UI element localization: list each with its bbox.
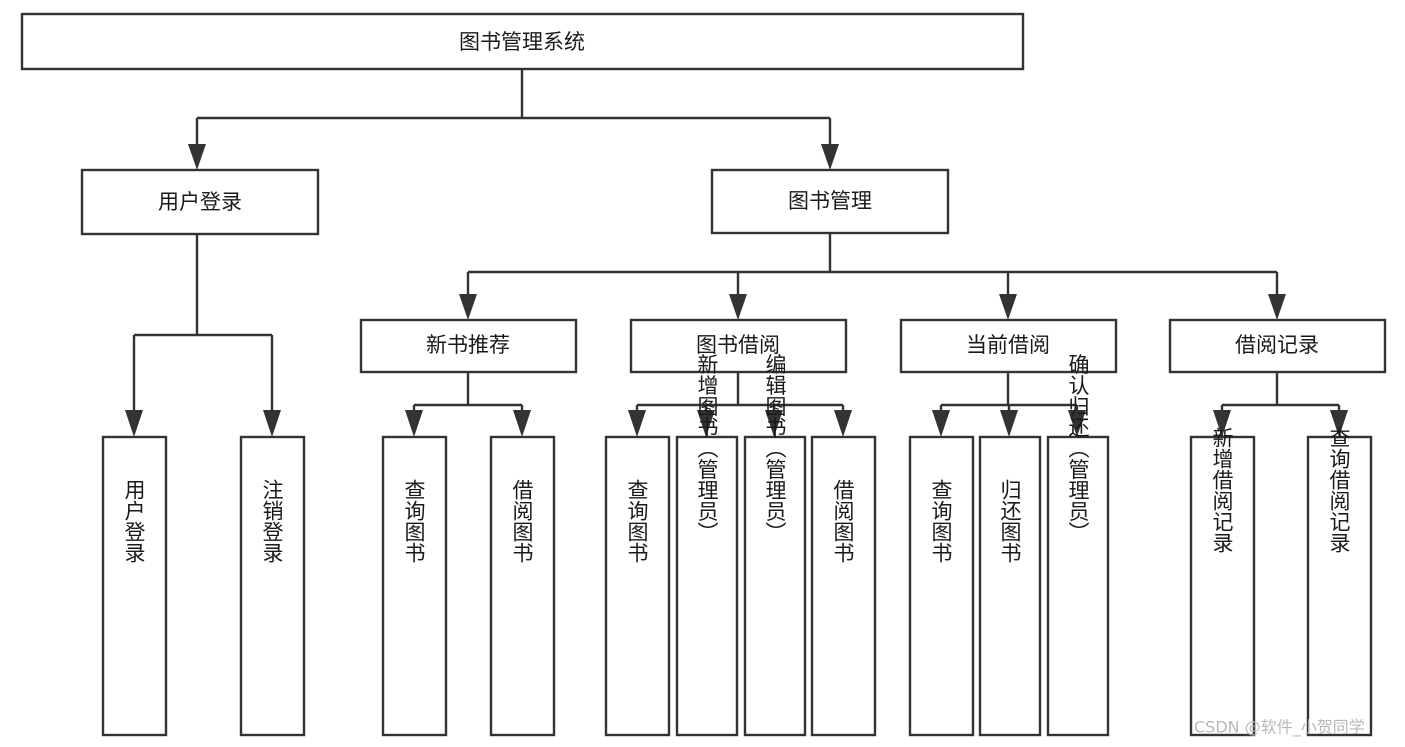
node-leaf-borrow-book-2-box[interactable] xyxy=(810,435,877,737)
node-leaf-confirm-return-box[interactable] xyxy=(1046,435,1110,737)
node-system-title-label: 图书管理系统 xyxy=(459,30,585,54)
arrow-head-leaf-query-book-3 xyxy=(932,410,950,437)
node-leaf-query-book-3-box[interactable] xyxy=(908,435,975,737)
node-book-borrow-box[interactable] xyxy=(629,318,848,374)
node-leaf-query-record[interactable]: 查询借阅记录 xyxy=(1306,427,1373,737)
arrow-head-leaf-borrow-book-2 xyxy=(834,410,852,437)
node-leaf-query-book-3[interactable]: 查询图书 xyxy=(908,435,975,737)
arrow-head-leaf-return-book xyxy=(1000,410,1018,437)
arrow-head-borrow-record xyxy=(1268,294,1286,320)
arrow-head-leaf-query-book-2 xyxy=(628,410,646,437)
node-leaf-return-book[interactable]: 归还图书 xyxy=(978,435,1042,737)
node-leaf-query-book-1-box[interactable] xyxy=(381,435,448,737)
node-borrow-record[interactable]: 借阅记录 xyxy=(1168,318,1387,374)
arrow-head-user-login xyxy=(188,144,206,170)
node-leaf-query-record-label: 查询借阅记录 xyxy=(1327,427,1351,553)
node-leaf-logout-login-label: 注销登录 xyxy=(260,479,284,563)
node-leaf-edit-book[interactable]: 编辑图书（管理员） xyxy=(743,354,807,737)
node-borrow-record-label: 借阅记录 xyxy=(1235,333,1319,357)
node-book-management[interactable]: 图书管理 xyxy=(710,168,950,235)
node-leaf-add-record-label: 新增借阅记录 xyxy=(1210,427,1234,553)
node-leaf-query-book-2-box[interactable] xyxy=(604,435,671,737)
node-leaf-query-book-3-label: 查询图书 xyxy=(929,479,953,563)
node-leaf-confirm-return-label: 确认归还（管理员） xyxy=(1066,354,1090,543)
node-borrow-record-box[interactable] xyxy=(1168,318,1387,374)
node-new-book-recommend-label: 新书推荐 xyxy=(426,333,510,357)
node-leaf-query-book-2[interactable]: 查询图书 xyxy=(604,435,671,737)
node-leaf-borrow-book-1[interactable]: 借阅图书 xyxy=(489,435,556,737)
arrow-head-leaf-edit-book xyxy=(765,410,783,437)
node-leaf-user-login-box[interactable] xyxy=(101,435,168,737)
node-leaf-borrow-book-2[interactable]: 借阅图书 xyxy=(810,435,877,737)
arrow-head-leaf-add-record xyxy=(1213,410,1231,437)
node-user-login[interactable]: 用户登录 xyxy=(80,168,320,236)
arrow-head-leaf-user-login xyxy=(125,410,143,437)
node-system-title-box[interactable] xyxy=(20,12,1025,71)
node-book-borrow[interactable]: 图书借阅 xyxy=(629,318,848,374)
arrow-head-current-borrow xyxy=(999,294,1017,320)
node-leaf-query-book-2-label: 查询图书 xyxy=(625,479,649,563)
node-user-login-box[interactable] xyxy=(80,168,320,236)
node-leaf-query-book-1-label: 查询图书 xyxy=(402,479,426,563)
arrow-head-leaf-add-book xyxy=(697,410,715,437)
node-book-borrow-label: 图书借阅 xyxy=(696,333,780,357)
node-leaf-add-record[interactable]: 新增借阅记录 xyxy=(1189,427,1256,737)
connector-layer xyxy=(125,69,1348,437)
arrow-head-leaf-logout-login xyxy=(263,410,281,437)
node-leaf-confirm-return[interactable]: 确认归还（管理员） xyxy=(1046,354,1110,737)
node-leaf-add-book[interactable]: 新增图书（管理员） xyxy=(675,354,739,737)
arrow-head-book-borrow xyxy=(729,294,747,320)
arrow-head-book-management xyxy=(821,144,839,170)
node-leaf-query-record-box[interactable] xyxy=(1306,435,1373,737)
node-leaf-return-book-box[interactable] xyxy=(978,435,1042,737)
node-leaf-borrow-book-2-label: 借阅图书 xyxy=(831,479,855,563)
node-leaf-logout-login[interactable]: 注销登录 xyxy=(239,435,306,737)
node-leaf-user-login-label: 用户登录 xyxy=(122,479,146,563)
arrow-head-new-book-recommend xyxy=(459,294,477,320)
node-current-borrow-label: 当前借阅 xyxy=(966,333,1050,357)
node-leaf-query-book-1[interactable]: 查询图书 xyxy=(381,435,448,737)
arrow-head-leaf-query-record xyxy=(1330,410,1348,437)
node-leaf-add-book-box[interactable] xyxy=(675,435,739,737)
node-leaf-user-login[interactable]: 用户登录 xyxy=(101,435,168,737)
node-new-book-recommend[interactable]: 新书推荐 xyxy=(359,318,578,374)
node-leaf-edit-book-label: 编辑图书（管理员） xyxy=(763,354,787,543)
node-leaf-add-book-label: 新增图书（管理员） xyxy=(695,354,719,543)
node-leaf-add-record-box[interactable] xyxy=(1189,435,1256,737)
node-system-title[interactable]: 图书管理系统 xyxy=(20,12,1025,71)
node-leaf-logout-login-box[interactable] xyxy=(239,435,306,737)
node-book-management-box[interactable] xyxy=(710,168,950,235)
node-leaf-return-book-label: 归还图书 xyxy=(998,479,1022,563)
node-current-borrow[interactable]: 当前借阅 xyxy=(899,318,1118,374)
node-leaf-borrow-book-1-box[interactable] xyxy=(489,435,556,737)
node-new-book-recommend-box[interactable] xyxy=(359,318,578,374)
node-book-management-label: 图书管理 xyxy=(788,189,872,213)
arrow-head-leaf-query-book-1 xyxy=(405,410,423,437)
csdn-watermark: CSDN @软件_小贺同学 xyxy=(1194,718,1365,738)
node-leaf-edit-book-box[interactable] xyxy=(743,435,807,737)
node-leaf-borrow-book-1-label: 借阅图书 xyxy=(510,479,534,563)
arrow-head-leaf-borrow-book-1 xyxy=(513,410,531,437)
arrow-head-leaf-confirm-return xyxy=(1068,410,1086,437)
node-user-login-label: 用户登录 xyxy=(158,190,242,214)
node-current-borrow-box[interactable] xyxy=(899,318,1118,374)
